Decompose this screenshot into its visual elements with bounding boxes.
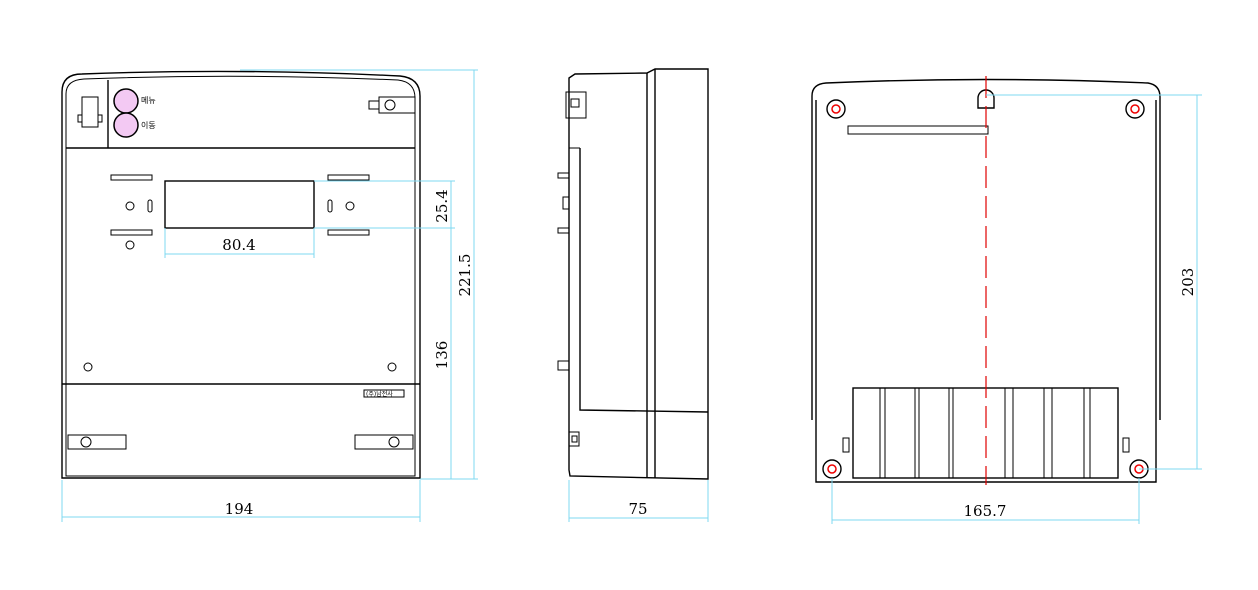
move-label: 이동 (141, 120, 156, 130)
nameplate: (주)남전사 (366, 390, 393, 398)
mount-hole-top-right (1125, 99, 1145, 119)
move-button (113, 112, 139, 138)
lower-dim: 136 (433, 341, 451, 370)
display-window (164, 180, 315, 229)
side-view: 75 (557, 68, 709, 522)
mount-hole-top-left (826, 99, 846, 119)
front-view: 메뉴 이동 (주)남전사 194 221.5 25.4 136 80.4 (61, 69, 478, 522)
rear-view: 203 165.7 (811, 76, 1202, 524)
mount-hole-bottom-left (822, 459, 842, 479)
menu-button (113, 88, 139, 114)
menu-label: 메뉴 (141, 96, 156, 105)
window-height-dim: 25.4 (433, 189, 451, 222)
hole-spacing-dim: 165.7 (964, 502, 1007, 520)
terminal-block (852, 387, 1119, 479)
height-dim: 221.5 (456, 254, 474, 297)
hole-height-dim: 203 (1179, 268, 1197, 297)
width-dim: 194 (225, 500, 254, 518)
depth-dim: 75 (628, 500, 647, 518)
window-width-dim: 80.4 (222, 236, 255, 254)
